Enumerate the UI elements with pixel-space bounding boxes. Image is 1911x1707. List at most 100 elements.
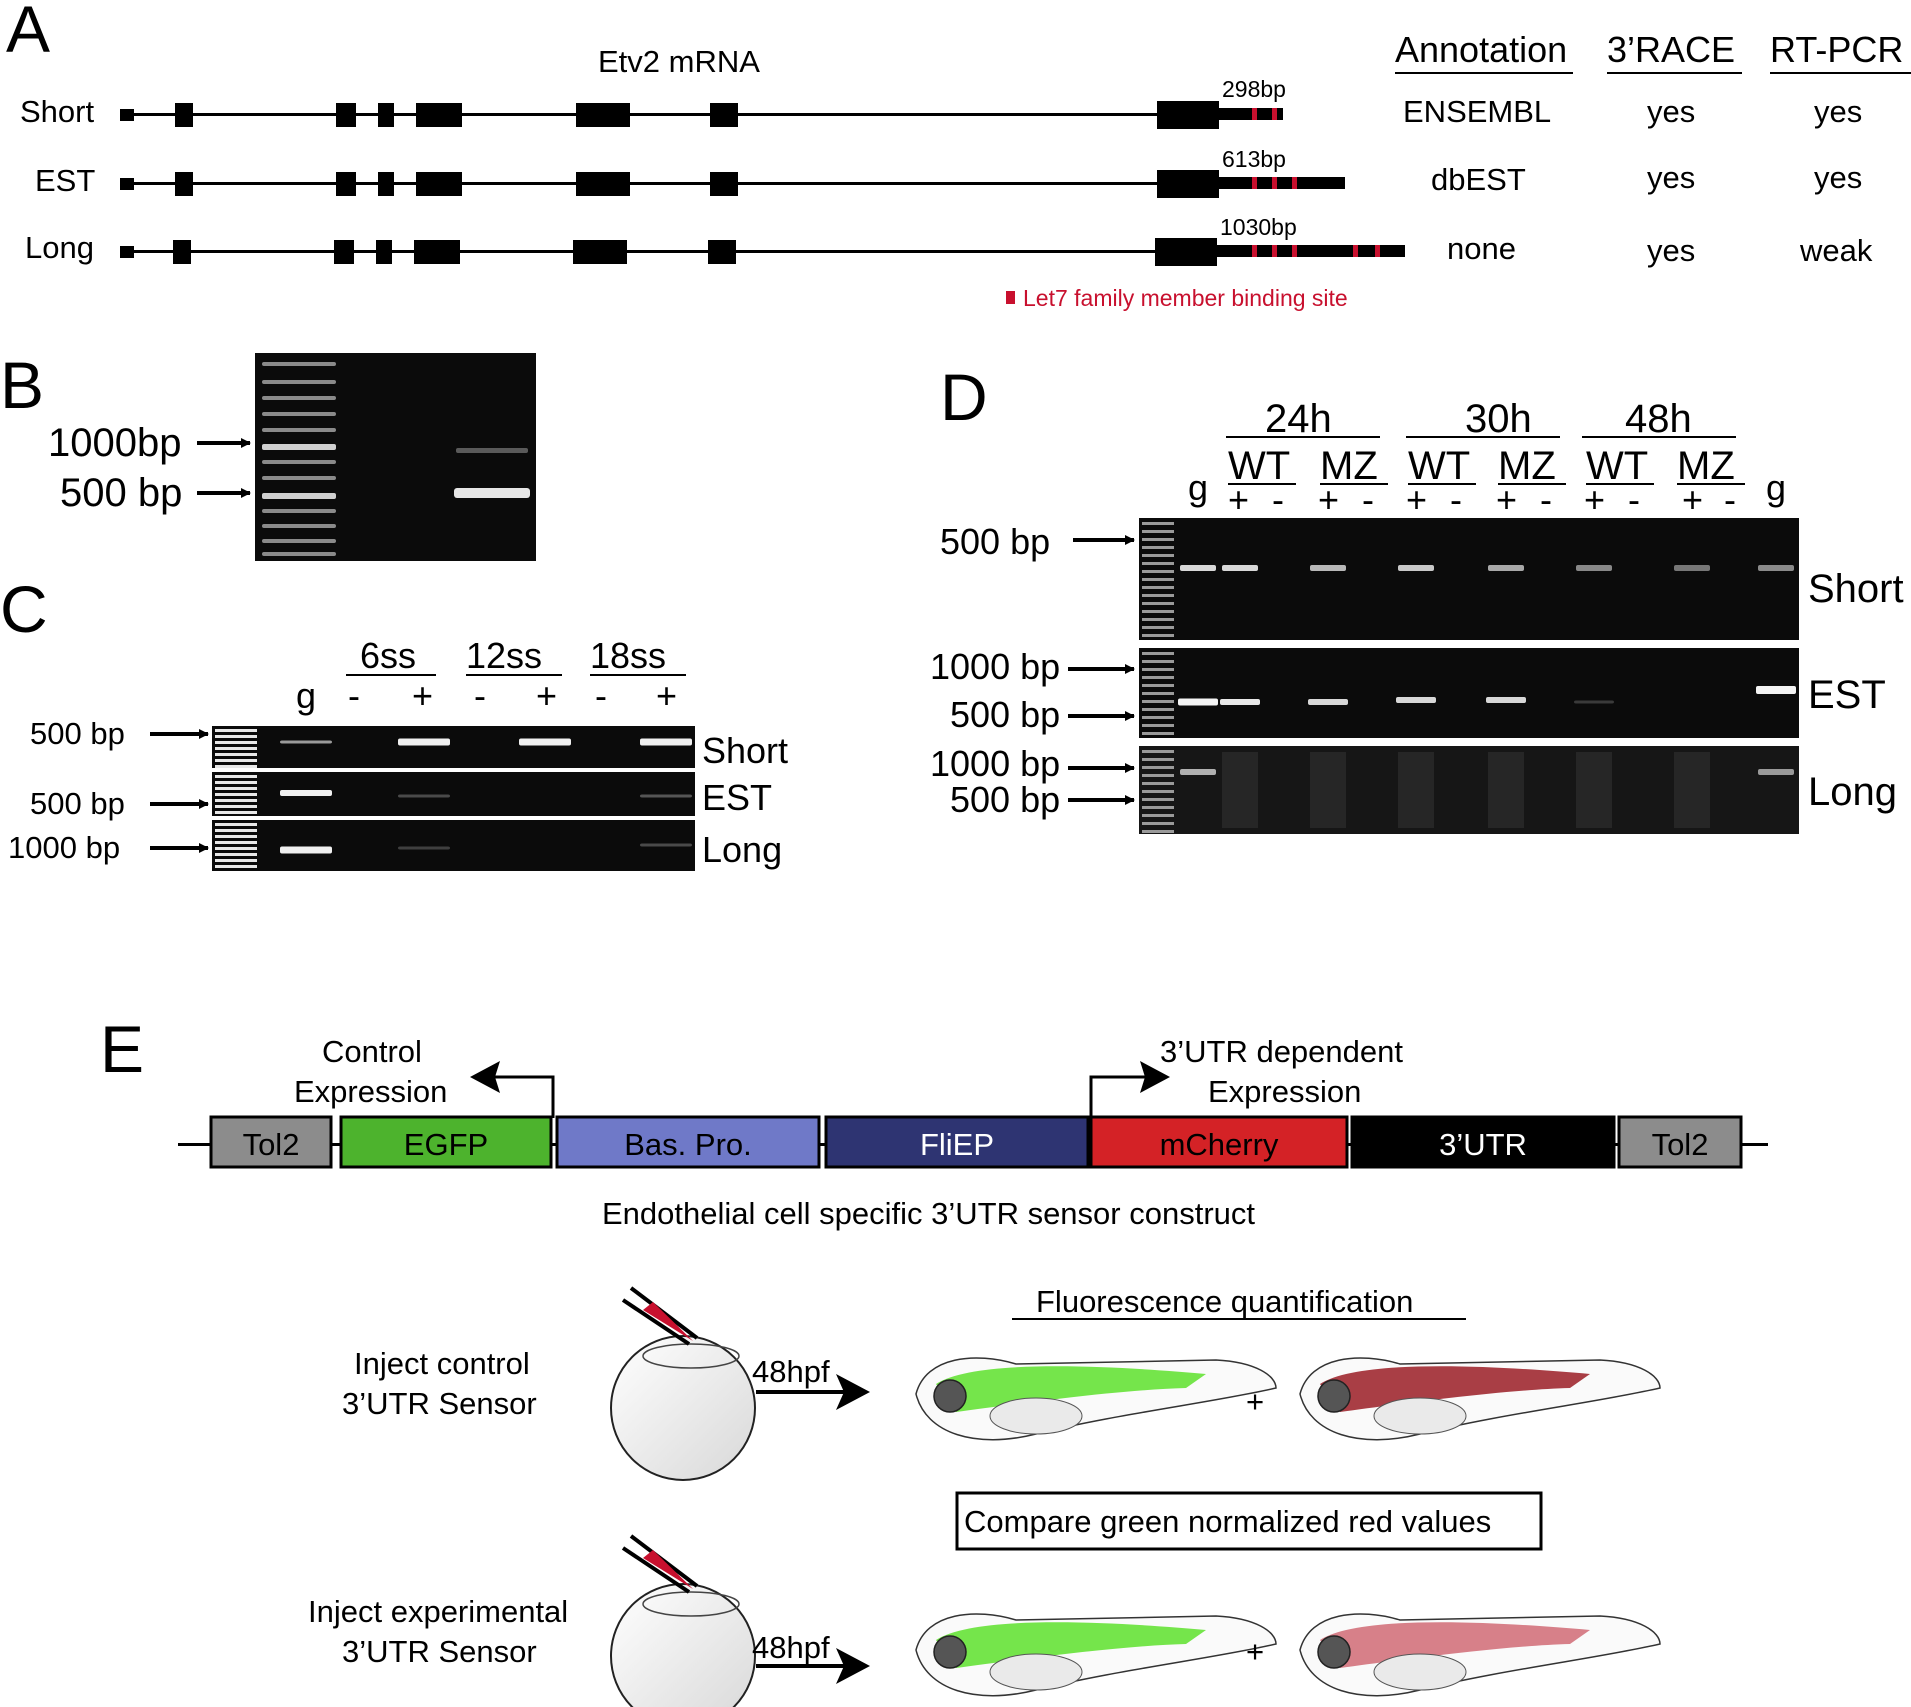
lane-label: -: [595, 675, 607, 716]
utr-3prime: [1219, 177, 1345, 189]
marker-label: 500 bp: [30, 716, 125, 751]
lane-label: -: [348, 675, 360, 716]
ladder-band: [1142, 562, 1174, 565]
panel-label-b: B: [0, 348, 44, 422]
genotype-label: WT: [1228, 444, 1290, 488]
exon: [334, 240, 354, 264]
eye: [1317, 1379, 1351, 1413]
construct-element-label: 3’UTR: [1439, 1127, 1527, 1162]
utr-length-label: 613bp: [1222, 146, 1286, 172]
promoter-label: Expression: [1208, 1074, 1361, 1109]
intron-line: [134, 113, 1184, 116]
row-label: EST: [1808, 673, 1886, 717]
ladder-band: [215, 811, 257, 814]
transcript-short: Short 298bp ENSEMBL yes yes: [20, 76, 1862, 129]
exon: [336, 103, 356, 127]
ladder-band: [262, 380, 336, 384]
ladder-band: [1142, 676, 1174, 679]
vasculature-fluorescence: [1320, 1366, 1590, 1412]
exon: [376, 240, 392, 264]
panel-label-d: D: [940, 360, 988, 434]
construct-element: [339, 1115, 553, 1169]
embryo-egg: [610, 1335, 756, 1481]
promoter-label: Control: [322, 1034, 422, 1069]
timepoint-label: 24h: [1265, 397, 1332, 441]
ladder-band: [262, 552, 336, 556]
vasculature-fluorescence: [936, 1622, 1206, 1668]
ladder-band: [215, 799, 257, 802]
exon: [414, 240, 460, 264]
gel-row-long: [212, 820, 695, 871]
construct-caption: Endothelial cell specific 3’UTR sensor c…: [602, 1196, 1255, 1231]
gel-band: [454, 488, 530, 498]
coding-exon-last: [1155, 238, 1217, 266]
rtpcr-value: yes: [1814, 160, 1862, 195]
ladder-band: [262, 476, 336, 480]
genotype-label: MZ: [1320, 444, 1378, 488]
marker-label: 1000 bp: [930, 646, 1060, 687]
construct-element: [555, 1115, 821, 1169]
construct-element: [1617, 1115, 1743, 1169]
ladder-band: [215, 753, 257, 756]
ladder-band: [262, 539, 336, 543]
ladder-band: [215, 805, 257, 808]
ladder-band: [1142, 814, 1174, 817]
timepoint-underline: [1406, 436, 1560, 438]
ladder-band: [262, 524, 336, 528]
ladder-band: [1142, 806, 1174, 809]
ladder-band: [262, 412, 336, 416]
dependent-promoter-arrow: [1089, 1075, 1160, 1118]
lane-label: -: [1450, 479, 1462, 520]
annotation-value: ENSEMBL: [1403, 94, 1551, 129]
genotype-underline: [1586, 483, 1654, 485]
vasculature-fluorescence: [1320, 1622, 1590, 1668]
exon: [573, 240, 627, 264]
plus-sign: +: [1246, 1384, 1264, 1419]
annotation-value: dbEST: [1431, 162, 1526, 197]
gel-band: [1310, 565, 1346, 571]
ladder-band: [262, 493, 336, 499]
race-value: yes: [1647, 94, 1695, 129]
ladder-band: [215, 829, 257, 832]
stage-underline: [590, 674, 686, 676]
yolk: [989, 1653, 1083, 1691]
ladder-band: [1142, 774, 1174, 777]
rtpcr-value: weak: [1799, 233, 1873, 268]
construct-element-label: EGFP: [404, 1127, 488, 1162]
lane-label: g: [1766, 467, 1786, 508]
gel-band: [1220, 699, 1260, 705]
lane-label: +: [656, 675, 677, 716]
exon: [173, 240, 191, 264]
ladder-band: [1142, 724, 1174, 727]
ladder-band: [1142, 570, 1174, 573]
yolk: [1373, 1397, 1467, 1435]
ladder-band: [262, 428, 336, 432]
lane-labels: g+-+-+-+-+-+-g: [1188, 467, 1786, 520]
gel-band: [640, 738, 692, 746]
gel-band: [519, 738, 571, 746]
construct-element: [209, 1115, 333, 1169]
control-promoter-arrow: [478, 1075, 555, 1118]
gel-band: [1180, 565, 1216, 571]
time-label: 48hpf: [752, 1630, 830, 1665]
coding-exon-last: [1157, 101, 1219, 129]
panel-a-title: Etv2 mRNA: [598, 44, 760, 79]
marker-label: 500 bp: [950, 694, 1060, 735]
injection-needle: [621, 1298, 691, 1346]
coding-exon-last: [1157, 170, 1219, 198]
rtpcr-value: yes: [1814, 94, 1862, 129]
gel-lanes: [1142, 522, 1796, 833]
stage-label: 6ss: [360, 635, 416, 676]
arrowhead-icon: [1140, 1061, 1170, 1093]
lane-label: +: [1406, 479, 1427, 520]
arrowhead-icon: [836, 1374, 870, 1410]
header-rtpcr-underline: [1770, 72, 1911, 74]
construct-element-label: Tol2: [243, 1127, 300, 1162]
let7-site: [1353, 245, 1358, 257]
exon: [175, 172, 193, 196]
ladder-band: [1142, 830, 1174, 833]
ladder-band: [1142, 626, 1174, 629]
